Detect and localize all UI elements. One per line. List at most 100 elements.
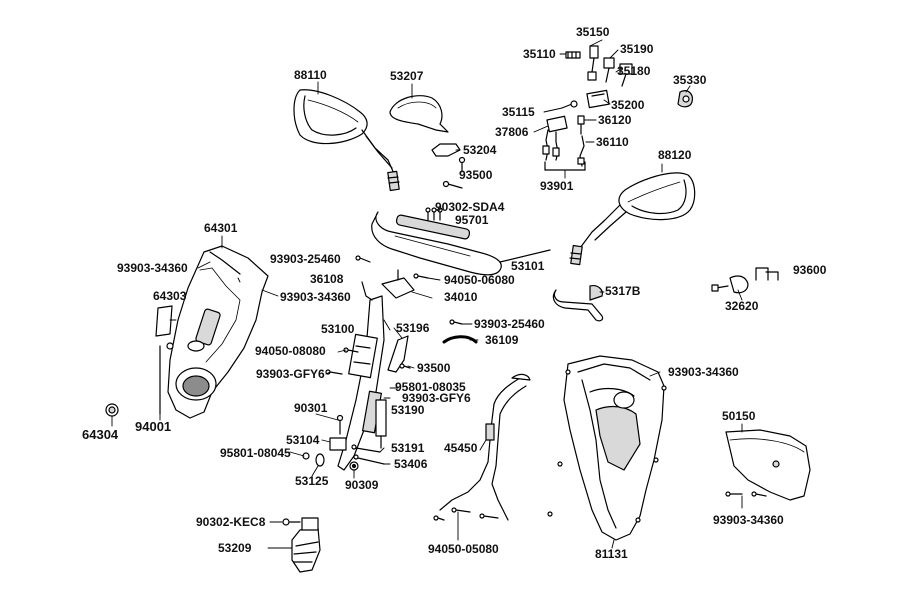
storage-box-50150 — [725, 429, 811, 501]
washer-53125 — [315, 453, 325, 467]
part-label-53190: 53190 — [391, 403, 425, 417]
screw-93500-top — [458, 156, 466, 171]
bolts-94050-05080 — [433, 507, 499, 521]
part-label-88120: 88120 — [658, 148, 692, 162]
part-label-53196: 53196 — [396, 321, 430, 335]
part-label-93500-mid: 93500 — [417, 361, 451, 375]
part-label-50150: 50150 — [722, 409, 756, 423]
clip-36109 — [442, 335, 478, 344]
part-label-93500-top: 93500 — [459, 168, 493, 182]
part-label-64304: 64304 — [82, 427, 119, 442]
part-label-94050-06080: 94050-06080 — [444, 273, 515, 287]
part-label-93903-gfy6-right: 93903-GFY6 — [402, 391, 471, 405]
part-label-93903-34360-mid: 93903-34360 — [280, 290, 351, 304]
inner-front-cover — [167, 245, 269, 419]
front-shield-81131 — [547, 355, 667, 541]
bolts-53191-53406 — [351, 444, 385, 465]
harness-93901 — [542, 129, 586, 171]
bolt-53104 — [329, 437, 347, 451]
part-label-45450: 45450 — [444, 441, 478, 455]
part-label-53204: 53204 — [463, 143, 497, 157]
part-label-35115: 35115 — [502, 105, 535, 119]
part-label-53101: 53101 — [511, 259, 545, 273]
part-label-94050-08080: 94050-08080 — [255, 344, 326, 358]
part-label-93901: 93901 — [540, 179, 574, 193]
screw-93903-25460-mid — [449, 319, 463, 325]
part-label-53104: 53104 — [286, 433, 320, 447]
part-label-93903-34360-box: 93903-34360 — [713, 513, 784, 527]
switch-35110 — [565, 51, 581, 59]
part-label-35330: 35330 — [673, 73, 707, 87]
shock-53190 — [375, 399, 387, 449]
bracket-53196 — [387, 335, 409, 373]
cover-64303 — [155, 305, 173, 337]
clip-94001 — [159, 342, 174, 415]
part-label-95801-08035: 95801-08035 — [395, 380, 466, 394]
part-label-88110: 88110 — [294, 68, 327, 82]
plug-64304 — [105, 403, 119, 417]
part-label-90302-kec8: 90302-KEC8 — [196, 515, 266, 529]
part-label-53209: 53209 — [218, 541, 252, 555]
connector-36120 — [577, 115, 585, 135]
harness-36110 — [577, 135, 585, 167]
switch-37806 — [546, 115, 568, 133]
right-mirror — [569, 172, 696, 266]
part-label-53191: 53191 — [391, 441, 425, 455]
part-label-35180: 35180 — [617, 64, 651, 78]
boot-53209 — [291, 517, 321, 573]
bracket-34010 — [381, 269, 415, 299]
left-mirror — [293, 89, 400, 192]
clip-36108 — [361, 281, 373, 301]
part-label-53207: 53207 — [390, 69, 424, 83]
handlebar-53101 — [371, 211, 551, 276]
part-label-90301: 90301 — [294, 401, 328, 415]
screw-90302-kec8 — [282, 518, 301, 526]
part-label-93903-gfy6-left: 93903-GFY6 — [256, 367, 325, 381]
bolt-90301 — [336, 414, 344, 435]
screws-95701 — [425, 207, 443, 221]
part-label-93600: 93600 — [793, 263, 827, 277]
bolt-93903-gfy6 — [325, 369, 343, 375]
part-label-64303: 64303 — [153, 289, 187, 303]
switch-housing-35200 — [586, 89, 610, 109]
screw-90302-sda4 — [442, 180, 463, 189]
part-label-93903-25460-top: 93903-25460 — [270, 252, 341, 266]
part-label-53406: 53406 — [394, 457, 428, 471]
part-label-90302-sda4: 90302-SDA4 — [435, 200, 505, 214]
part-label-95701: 95701 — [455, 213, 489, 227]
part-label-32620: 32620 — [725, 299, 759, 313]
part-label-81131: 81131 — [595, 547, 628, 561]
part-label-35200: 35200 — [611, 98, 645, 112]
screw-94050-06080 — [413, 273, 429, 279]
part-label-35150: 35150 — [576, 25, 610, 39]
part-label-34010: 34010 — [444, 290, 478, 304]
part-label-93903-34360-left: 93903-34360 — [117, 261, 188, 275]
switch-32620 — [711, 275, 749, 294]
part-label-35190: 35190 — [620, 42, 654, 56]
part-label-53100: 53100 — [321, 322, 355, 336]
part-label-37806: 37806 — [495, 125, 529, 139]
part-label-94001: 94001 — [135, 419, 172, 434]
part-label-36109: 36109 — [485, 333, 519, 347]
part-label-93903-34360-right: 93903-34360 — [668, 365, 739, 379]
part-label-53125: 53125 — [295, 474, 329, 488]
switch-35115 — [561, 100, 578, 109]
pin-93600 — [755, 267, 779, 281]
switch-35150 — [587, 45, 599, 81]
part-label-35110: 35110 — [523, 47, 556, 61]
leader-lines — [111, 39, 743, 549]
handlebar-upper-cover — [389, 95, 449, 133]
part-label-94050-05080: 94050-05080 — [428, 542, 499, 556]
switch-35190 — [603, 57, 615, 83]
part-label-93903-25460-mid: 93903-25460 — [474, 317, 545, 331]
cable-45450 — [439, 373, 531, 521]
part-label-36108: 36108 — [310, 272, 344, 286]
switch-35330 — [677, 90, 693, 108]
part-label-5317b: 5317B — [605, 284, 641, 298]
part-label-36110: 36110 — [596, 135, 629, 149]
part-label-36120: 36120 — [598, 113, 632, 127]
clip-90309 — [349, 461, 359, 471]
part-label-90309: 90309 — [345, 478, 379, 492]
